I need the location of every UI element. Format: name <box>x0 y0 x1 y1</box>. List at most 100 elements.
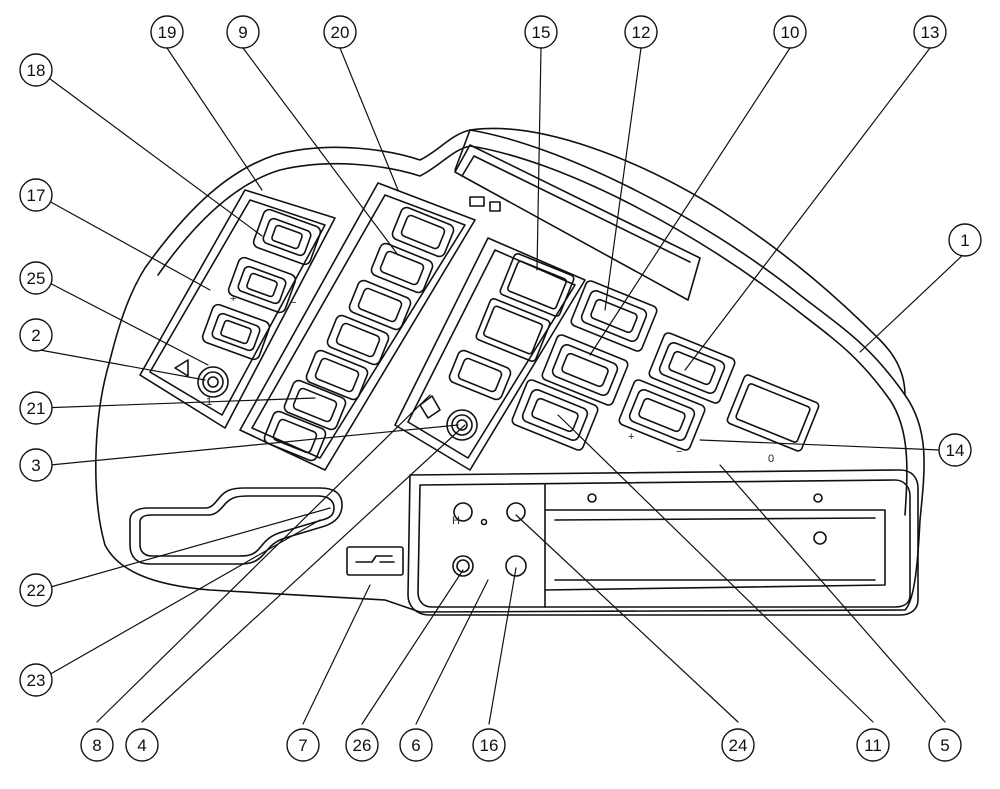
callout-3: 3 <box>19 448 53 482</box>
callout-number: 14 <box>946 441 965 460</box>
callout-circle <box>19 318 53 352</box>
callout-circle <box>19 573 53 607</box>
callout-number: 4 <box>137 736 146 755</box>
callout-5: 5 <box>928 728 962 762</box>
callout-circle <box>150 15 184 49</box>
callout-circle <box>399 728 433 762</box>
callout-14: 14 <box>938 433 972 467</box>
one-label: 1 <box>206 396 212 408</box>
callout-circle <box>773 15 807 49</box>
callout-number: 10 <box>781 23 800 42</box>
callout-number: 7 <box>298 736 307 755</box>
callout-number: 3 <box>31 456 40 475</box>
callout-1: 1 <box>948 223 982 257</box>
callout-17: 17 <box>19 178 53 212</box>
center-right-switches <box>511 280 820 452</box>
callout-11: 11 <box>856 728 890 762</box>
blank-switch-slots <box>448 253 575 401</box>
callout-2: 2 <box>19 318 53 352</box>
callout-circle <box>323 15 357 49</box>
zero-label: 0 <box>768 453 774 465</box>
callout-circle <box>948 223 982 257</box>
callout-13: 13 <box>913 15 947 49</box>
right-switch-panel <box>394 237 586 471</box>
callout-26: 26 <box>345 728 379 762</box>
middle-switch-panel <box>239 182 476 471</box>
callout-18: 18 <box>19 53 53 87</box>
callout-circle <box>856 728 890 762</box>
callout-circle <box>928 728 962 762</box>
callout-number: 9 <box>238 23 247 42</box>
callout-20: 20 <box>323 15 357 49</box>
callout-circle <box>226 15 260 49</box>
callout-23: 23 <box>19 663 53 697</box>
callout-circle <box>472 728 506 762</box>
callout-number: 1 <box>960 231 969 250</box>
callout-circle <box>624 15 658 49</box>
minus-label-a: − <box>676 446 682 458</box>
left-rotary-knob <box>197 366 229 398</box>
callout-15: 15 <box>524 15 558 49</box>
callout-number: 21 <box>27 399 46 418</box>
callout-circle <box>19 178 53 212</box>
callout-number: 20 <box>331 23 350 42</box>
callout-number: 15 <box>532 23 551 42</box>
callout-number: 22 <box>27 581 46 600</box>
callout-6: 6 <box>399 728 433 762</box>
callout-circle <box>19 53 53 87</box>
callout-circle <box>286 728 320 762</box>
plus-label-a: + <box>628 431 634 443</box>
minus-label-b: − <box>290 297 296 309</box>
callout-25: 25 <box>19 261 53 295</box>
callout-7: 7 <box>286 728 320 762</box>
callout-21: 21 <box>19 391 53 425</box>
callout-circle <box>345 728 379 762</box>
callout-19: 19 <box>150 15 184 49</box>
callout-number: 26 <box>353 736 372 755</box>
callout-circle <box>19 261 53 295</box>
callout-circle <box>938 433 972 467</box>
callout-number: 12 <box>632 23 651 42</box>
callout-circle <box>19 391 53 425</box>
lower-tray <box>407 469 919 616</box>
callout-circle <box>80 728 114 762</box>
callout-number: 16 <box>480 736 499 755</box>
callout-circle <box>19 448 53 482</box>
callout-number: 6 <box>411 736 420 755</box>
center-rotary-knob <box>446 409 478 441</box>
callout-number: 5 <box>940 736 949 755</box>
callout-circle <box>721 728 755 762</box>
callout-22: 22 <box>19 573 53 607</box>
hitch-h-label: H <box>452 515 460 527</box>
callout-number: 23 <box>27 671 46 690</box>
callout-circle <box>125 728 159 762</box>
callout-number: 24 <box>729 736 748 755</box>
callout-circle <box>913 15 947 49</box>
callout-number: 11 <box>864 736 882 755</box>
hitch-control-panel <box>452 502 527 577</box>
callout-16: 16 <box>472 728 506 762</box>
panel-labels: H + − + − 0 1 <box>206 293 774 527</box>
callout-number: 8 <box>92 736 101 755</box>
leader-lines <box>37 47 966 725</box>
callout-circle <box>19 663 53 697</box>
middle-rocker-switches <box>263 206 455 462</box>
plus-label-b: + <box>230 293 236 305</box>
callout-24: 24 <box>721 728 755 762</box>
callout-circle <box>524 15 558 49</box>
label-plate <box>346 546 404 576</box>
left-switch-panel <box>139 189 336 429</box>
console-outline <box>95 129 925 613</box>
left-rocker-switches <box>201 208 322 361</box>
callout-number: 25 <box>27 269 46 288</box>
callout-number: 2 <box>31 326 40 345</box>
callout-number: 18 <box>27 61 46 80</box>
callout-number: 19 <box>158 23 177 42</box>
callout-10: 10 <box>773 15 807 49</box>
callout-number: 17 <box>27 186 46 205</box>
callout-number: 13 <box>921 23 940 42</box>
callout-9: 9 <box>226 15 260 49</box>
